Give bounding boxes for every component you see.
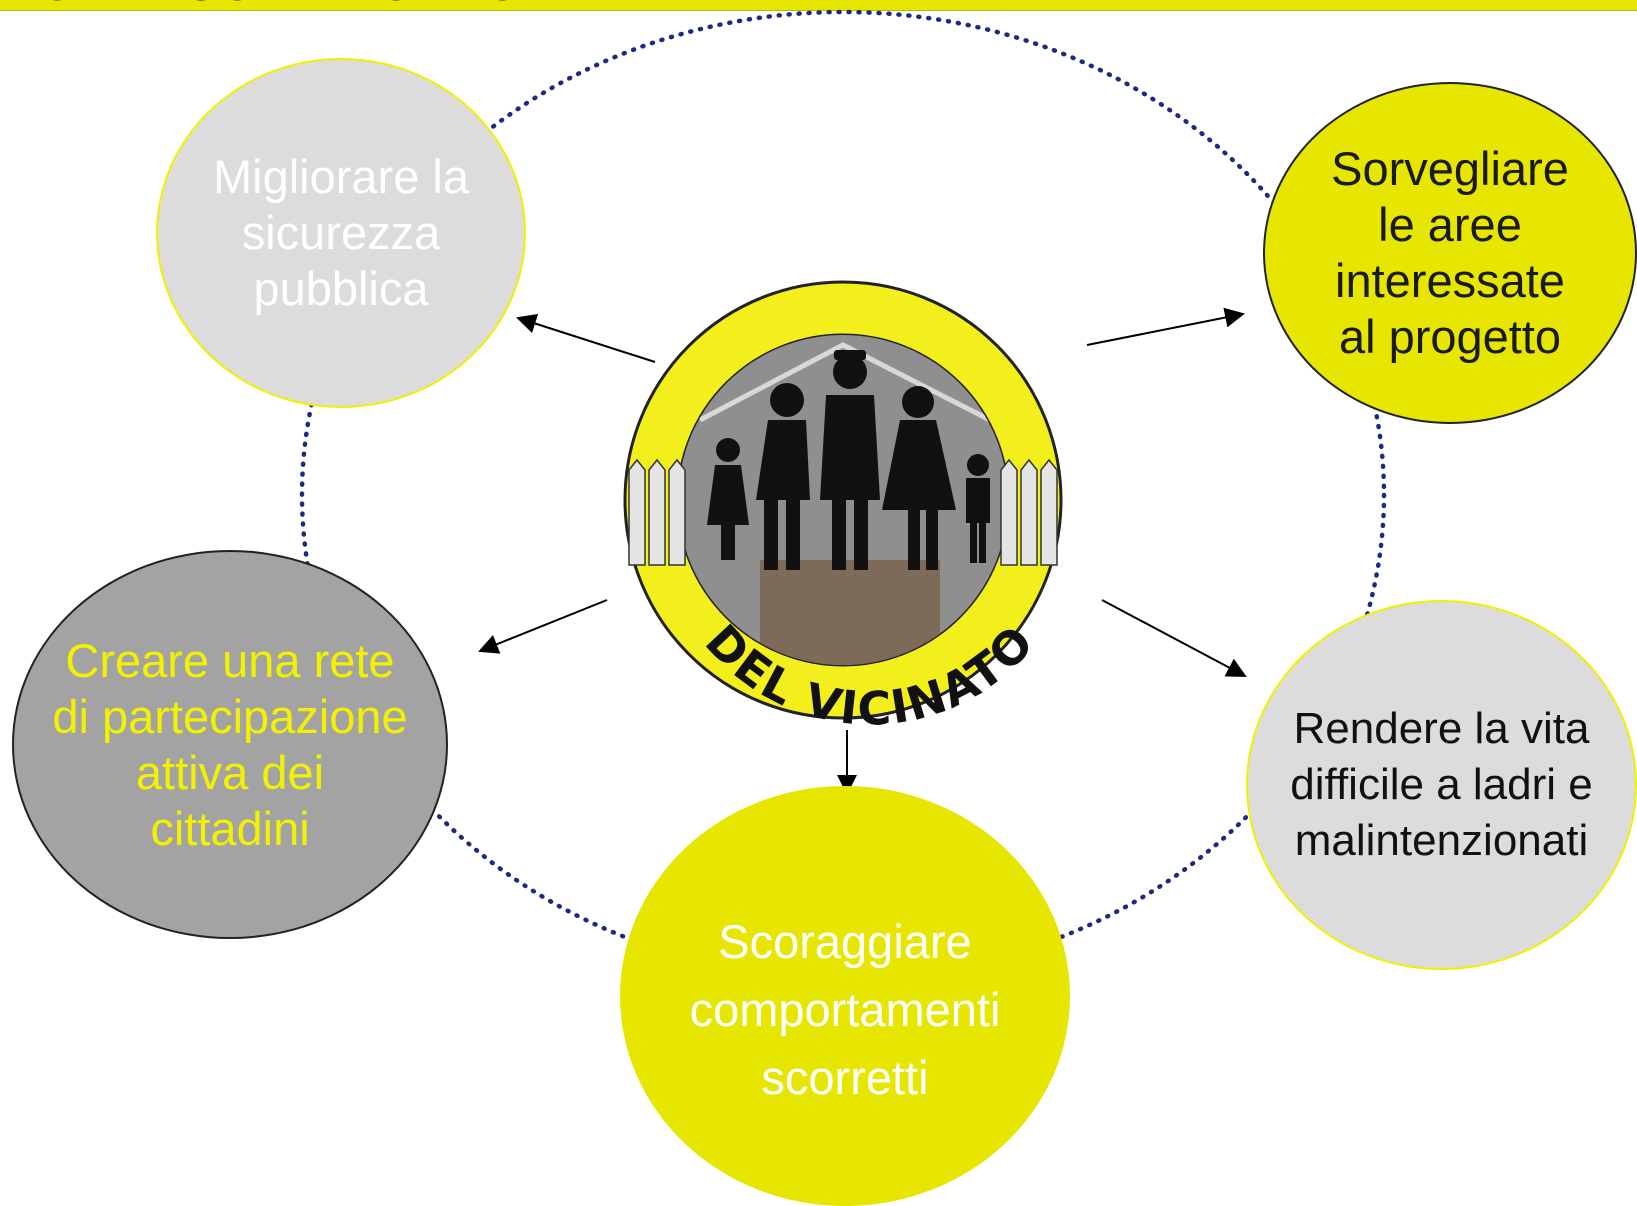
arrow-to-rendere	[1101, 599, 1247, 677]
goal-rete-text: Creare una rete di partecipazione attiva…	[52, 633, 408, 855]
logo-top-text: ZONA CONTROLLO	[0, 0, 525, 12]
arrow-to-sicurezza	[516, 313, 656, 363]
goal-sorvegliare-text: Sorvegliare le aree interessate al proge…	[1331, 142, 1569, 363]
family-silhouette-icon	[707, 350, 990, 570]
goal-rendere-text: Rendere la vita difficile a ladri e mali…	[1290, 704, 1593, 865]
fence-icon	[628, 458, 1058, 566]
goal-rete-bubble: Creare una rete di partecipazione attiva…	[12, 550, 448, 939]
dotted-cycle-ring	[299, 9, 1387, 981]
goal-sorvegliare-bubble: Sorvegliare le aree interessate al proge…	[1263, 82, 1637, 424]
goal-sicurezza-text: Migliorare la sicurezza pubblica	[213, 150, 469, 315]
goal-sicurezza-bubble: Migliorare la sicurezza pubblica	[156, 58, 526, 408]
goal-rendere-bubble: Rendere la vita difficile a ladri e mali…	[1246, 600, 1637, 970]
zona-controllo-logo: ZONA CONTROLLO DEL VICINATO	[0, 0, 1063, 736]
arrow-to-rete	[478, 599, 608, 654]
arrow-to-sorvegliare	[1086, 307, 1245, 346]
goal-scoraggiare-bubble: Scoraggiare comportamenti scorretti	[620, 786, 1070, 1206]
diagram-canvas: ZONA CONTROLLO DEL VICINATO	[0, 0, 1387, 981]
goal-scoraggiare-text: Scoraggiare comportamenti scorretti	[689, 915, 1001, 1104]
